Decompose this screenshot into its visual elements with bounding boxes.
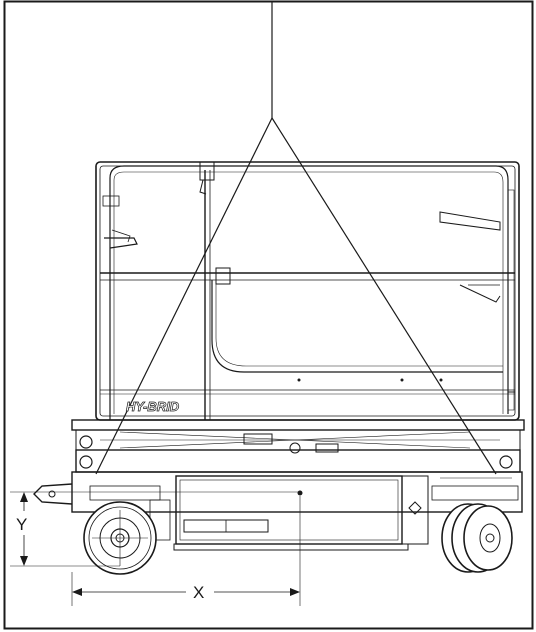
brand-logo: HY-BRID [126,399,180,414]
center-of-gravity-marker [297,490,303,496]
left-lift-line [95,117,273,475]
dimension-lines [10,491,301,606]
diagram-border [3,0,534,630]
right-lift-line [271,117,497,475]
dimension-x-label: X [193,583,204,602]
lift-lines [95,2,497,475]
dimension-y-label: Y [16,515,27,534]
platform-deck [71,419,525,473]
right-wheel [441,503,513,573]
left-wheel [83,501,157,575]
platform-guardrail [95,161,520,421]
